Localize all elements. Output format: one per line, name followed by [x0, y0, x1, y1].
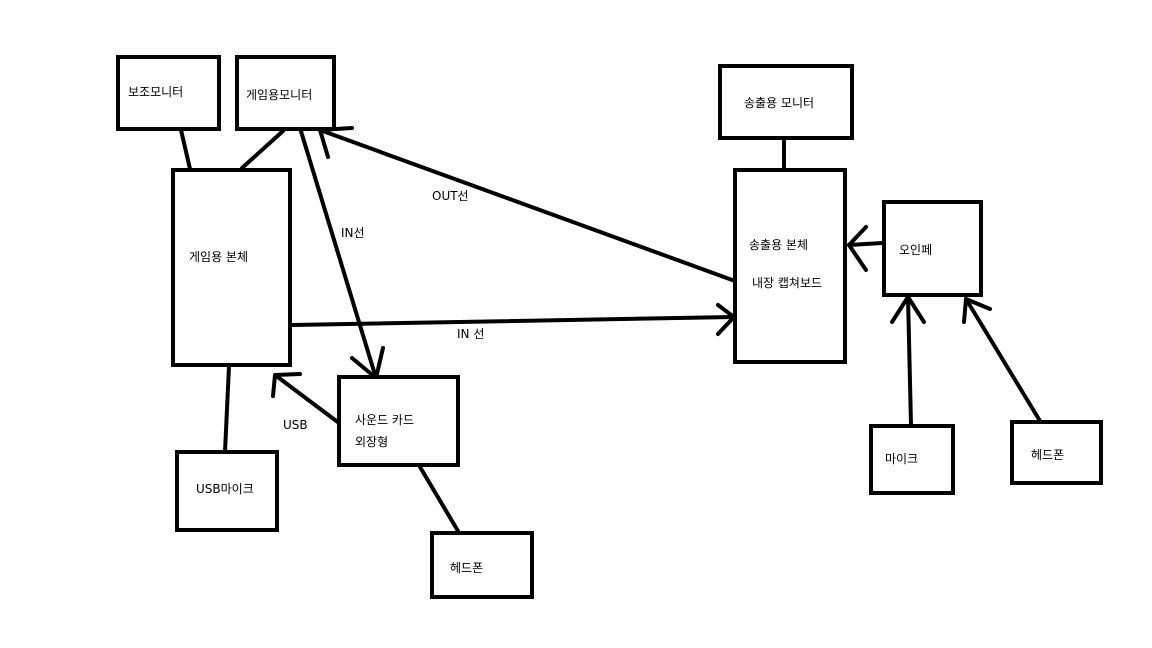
sound-card-box: 사운드 카드 외장형: [337, 375, 460, 467]
link-game-monitor-game-pc: [240, 129, 285, 170]
arrow-out-line: [318, 126, 737, 283]
sound-card-label-1: 사운드 카드: [355, 413, 415, 427]
stream-pc-label-2: 내장 캡쳐보드: [752, 276, 823, 290]
headphone-left-label: 헤드폰: [450, 561, 484, 575]
game-pc-box: 게임용 본체: [171, 168, 292, 367]
sub-monitor-box: 보조모니터: [116, 55, 221, 131]
usb-mic-box: USB마이크: [175, 450, 279, 532]
headphone-left-box: 헤드폰: [430, 531, 534, 599]
stream-monitor-label: 송출용 모니터: [744, 96, 815, 110]
headphone-right-label: 헤드폰: [1031, 448, 1065, 462]
mic-label: 마이크: [885, 452, 919, 466]
arrow-in-line-vertical: [298, 126, 385, 380]
headphone-right-box: 헤드폰: [1010, 420, 1103, 485]
arrow-headphone-audio-interface: [962, 297, 1042, 423]
in-line-horizontal-label: IN 선: [457, 327, 485, 341]
game-monitor-label: 게임용모니터: [246, 88, 313, 102]
usb-mic-label: USB마이크: [196, 482, 254, 496]
audio-interface-label: 오인페: [899, 243, 933, 257]
audio-interface-box: 오인페: [882, 200, 983, 297]
sound-card-label-2: 외장형: [355, 435, 389, 449]
game-pc-label: 게임용 본체: [189, 250, 249, 264]
link-sound-card-headphone: [418, 465, 460, 533]
usb-edge-label: USB: [283, 418, 308, 432]
arrow-mic-audio-interface: [890, 295, 926, 427]
arrow-audio-interface-stream-pc: [847, 225, 884, 272]
arrow-usb: [271, 372, 341, 425]
stream-monitor-box: 송출용 모니터: [718, 64, 854, 140]
link-sub-monitor-game-pc: [179, 128, 192, 171]
sub-monitor-label: 보조모니터: [128, 85, 184, 99]
out-line-label: OUT선: [432, 189, 469, 203]
stream-pc-label-1: 송출용 본체: [749, 238, 809, 252]
game-monitor-box: 게임용모니터: [235, 55, 336, 131]
in-line-vertical-label: IN선: [341, 226, 365, 240]
link-game-pc-usb-mic: [223, 364, 231, 454]
stream-pc-box: 송출용 본체 내장 캡쳐보드: [733, 168, 847, 364]
mic-box: 마이크: [869, 424, 955, 495]
